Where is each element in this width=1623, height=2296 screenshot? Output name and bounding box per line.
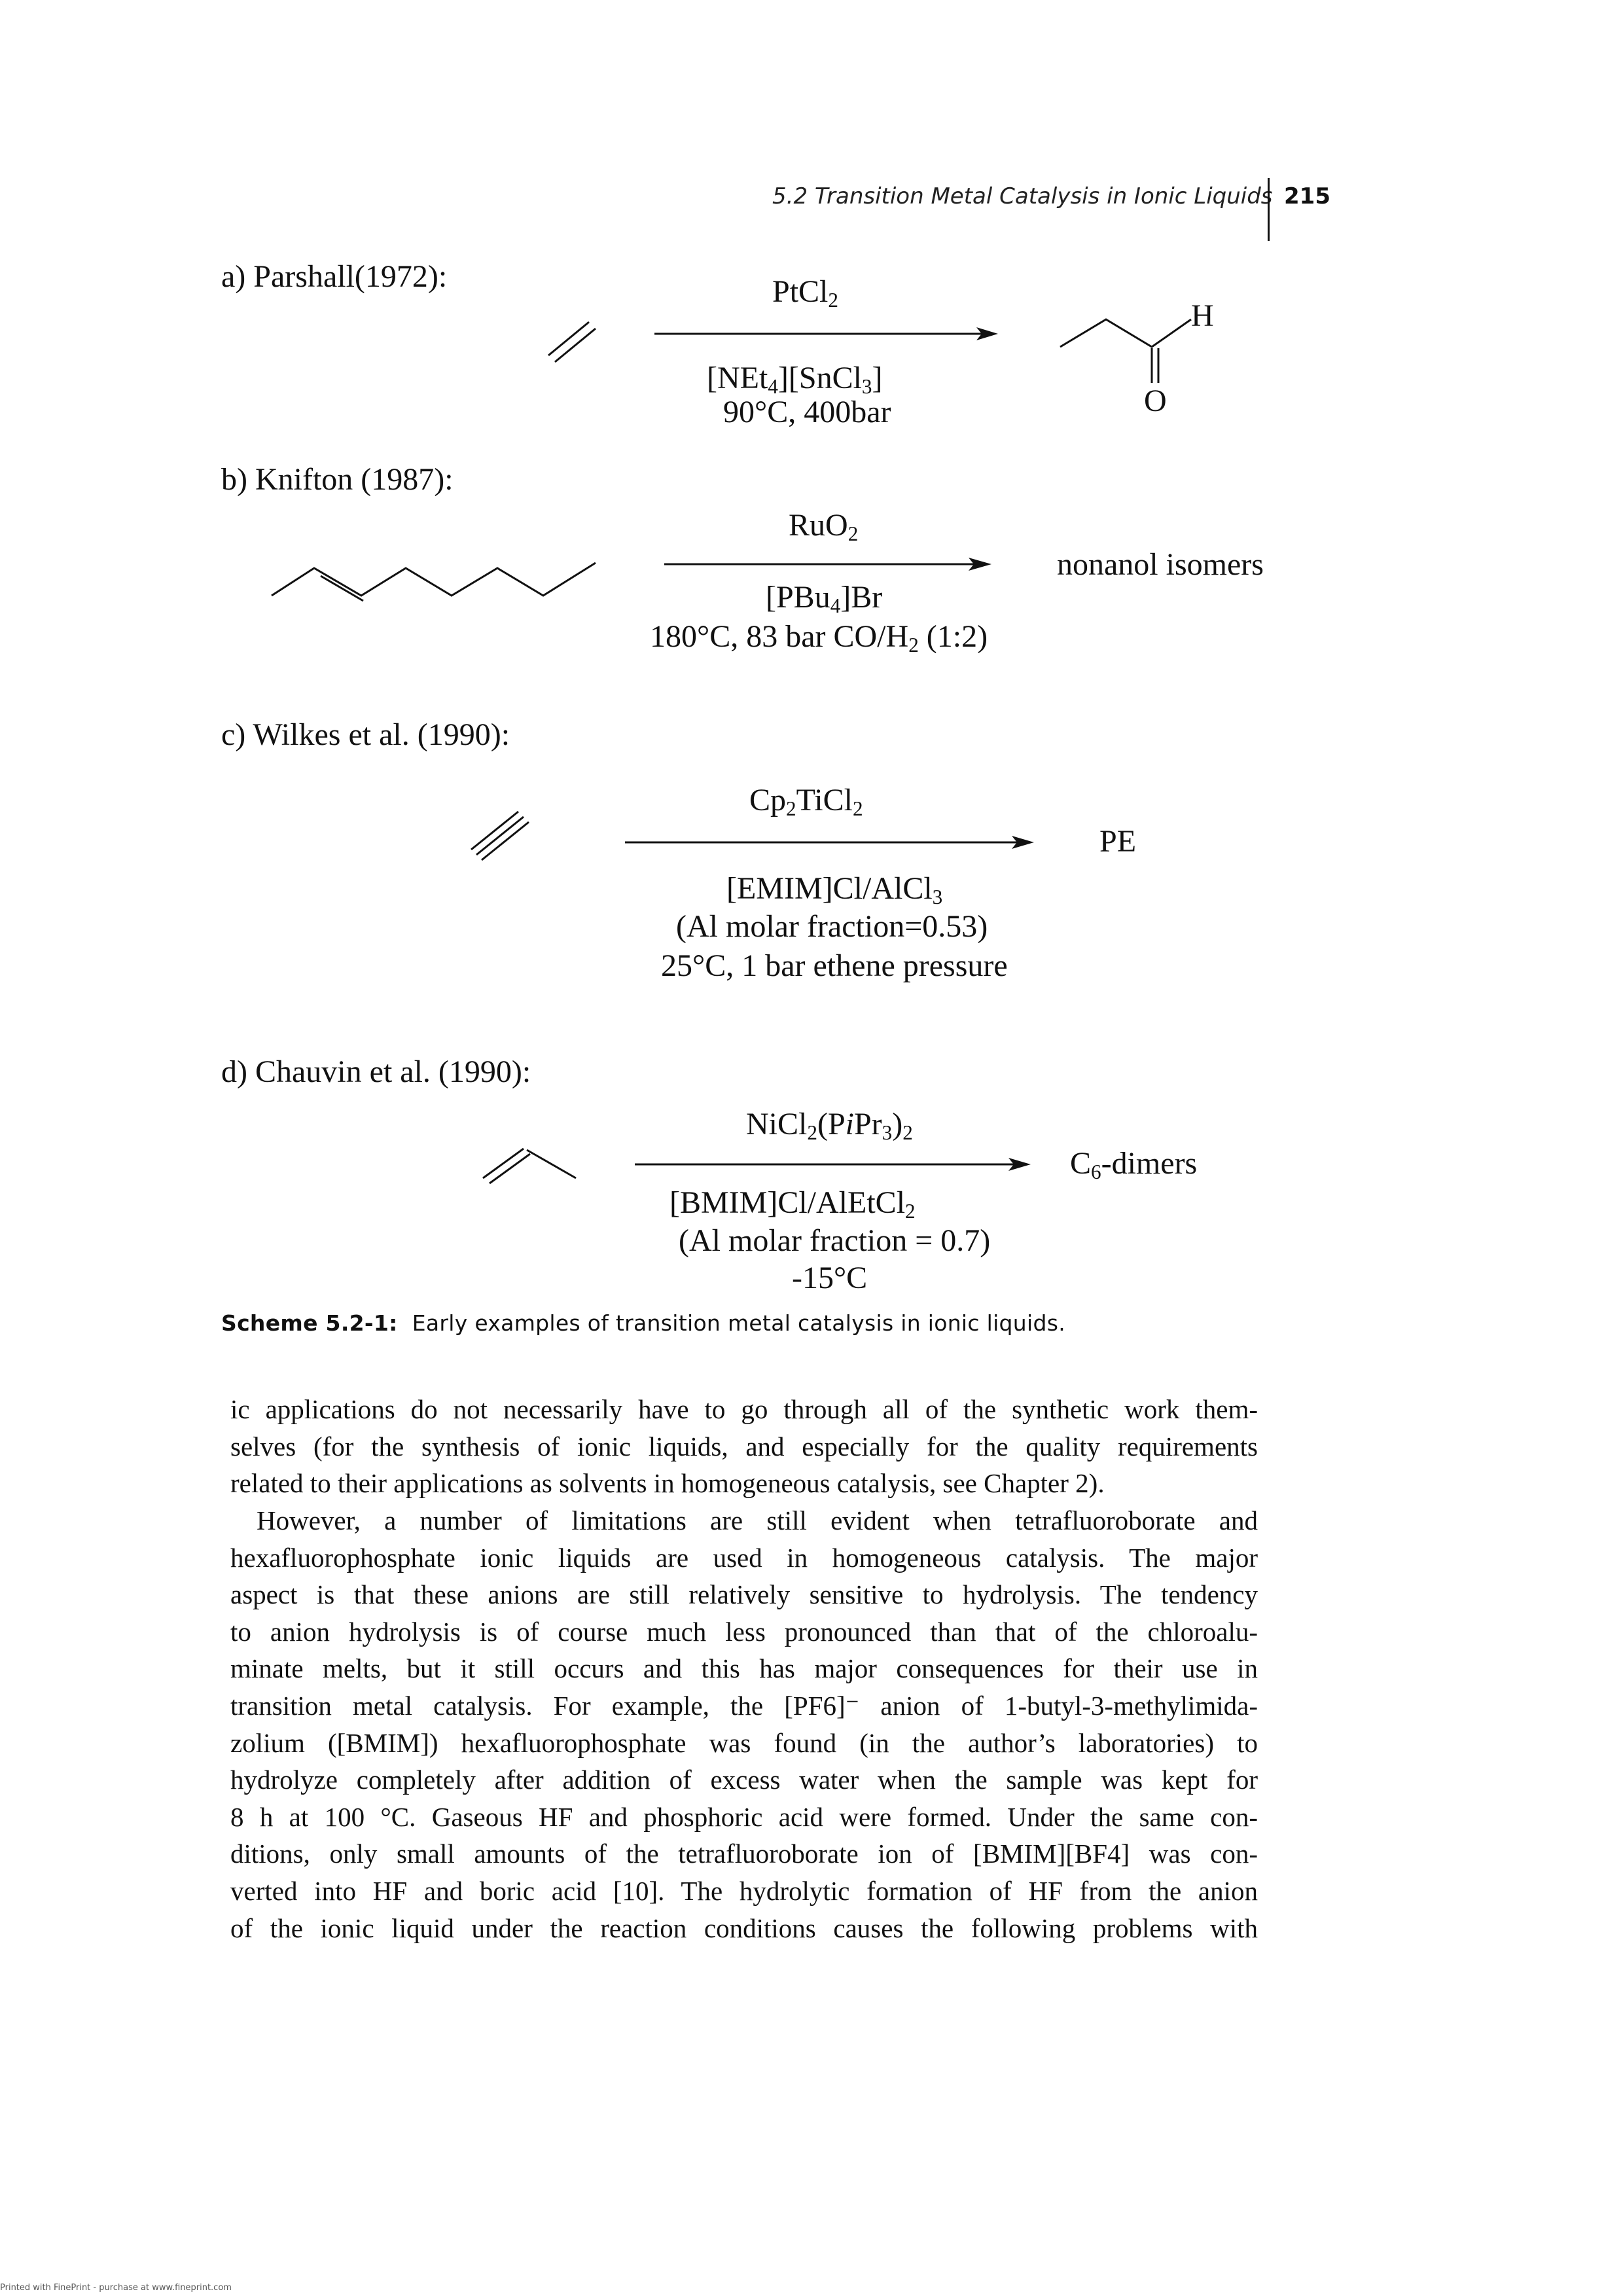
fraction-d: (Al molar fraction = 0.7) bbox=[679, 1223, 991, 1258]
scheme-label-a: a) Parshall(1972): bbox=[221, 259, 448, 294]
catalyst-c: Cp2TiCl2 bbox=[749, 783, 863, 820]
paragraph-line: of the ionic liquid under the reaction c… bbox=[230, 1912, 1258, 1943]
scheme-label-c: c) Wilkes et al. (1990): bbox=[221, 717, 510, 752]
conditions-a: 90°C, 400bar bbox=[723, 395, 891, 429]
catalyst-d: NiCl2(PiPr3)2 bbox=[746, 1107, 913, 1144]
propene-bond-1 bbox=[482, 1147, 524, 1179]
paragraph-line: hexafluorophosphate ionic liquids are us… bbox=[230, 1542, 1258, 1573]
octene-double-bond bbox=[320, 575, 364, 602]
running-header-title: 5.2 Transition Metal Catalysis in Ionic … bbox=[772, 183, 1273, 209]
catalyst-a: PtCl2 bbox=[772, 274, 838, 312]
paragraph-line: minate melts, but it still occurs and th… bbox=[230, 1653, 1258, 1684]
ethene-bond-c2 bbox=[476, 816, 524, 856]
ethene-bond-c3 bbox=[481, 821, 529, 861]
paragraph-line: aspect is that these anions are still re… bbox=[230, 1579, 1258, 1610]
paragraph-line: hydrolyze completely after addition of e… bbox=[230, 1765, 1258, 1795]
body-paragraph-2: However, a number of limitations are sti… bbox=[230, 1502, 1258, 1946]
medium-b: [PBu4]Br bbox=[766, 580, 883, 617]
propanal-chain bbox=[1060, 318, 1192, 348]
medium-a: [NEt4][SnCl3] bbox=[707, 361, 883, 398]
page-number: 215 bbox=[1284, 183, 1330, 209]
propene-bond-3 bbox=[526, 1149, 577, 1179]
caption-label: Scheme 5.2-1: bbox=[221, 1310, 398, 1336]
ethene-bond-a2 bbox=[554, 327, 596, 363]
octene-chain bbox=[271, 562, 596, 597]
ethene-bond-c1 bbox=[471, 810, 519, 851]
print-footer-note: Printed with FinePrint - purchase at www… bbox=[0, 2283, 232, 2293]
medium-c: [EMIM]Cl/AlCl3 bbox=[726, 871, 943, 908]
arrow-head-b bbox=[969, 558, 991, 571]
conditions-c: 25°C, 1 bar ethene pressure bbox=[661, 948, 1008, 983]
paragraph-line: selves (for the synthesis of ionic liqui… bbox=[230, 1431, 1258, 1462]
arrow-head-d bbox=[1008, 1158, 1031, 1171]
paragraph-line: ic applications do not necessarily have … bbox=[230, 1394, 1258, 1424]
product-a-oxygen: O bbox=[1144, 384, 1167, 418]
conditions-d: -15°C bbox=[792, 1261, 868, 1295]
product-a-hydrogen: H bbox=[1191, 298, 1214, 333]
paragraph-line: to anion hydrolysis is of course much le… bbox=[230, 1616, 1258, 1647]
scheme-label-b: b) Knifton (1987): bbox=[221, 462, 454, 497]
ethene-bond-a1 bbox=[548, 321, 590, 357]
header-divider bbox=[1268, 178, 1270, 241]
scheme-label-d: d) Chauvin et al. (1990): bbox=[221, 1054, 531, 1089]
catalyst-b: RuO2 bbox=[789, 508, 859, 545]
paragraph-line: transition metal catalysis. For example,… bbox=[230, 1690, 1258, 1721]
fraction-c: (Al molar fraction=0.53) bbox=[676, 909, 988, 944]
paragraph-line: 8 h at 100 °C. Gaseous HF and phosphoric… bbox=[230, 1801, 1258, 1832]
product-b: nonanol isomers bbox=[1057, 547, 1264, 582]
paragraph-line: related to their applications as solvent… bbox=[230, 1468, 1105, 1499]
paragraph-line: verted into HF and boric acid [10]. The … bbox=[230, 1875, 1258, 1906]
paragraph-line: However, a number of limitations are sti… bbox=[257, 1505, 1258, 1535]
caption-text: Early examples of transition metal catal… bbox=[412, 1310, 1066, 1336]
paragraph-line: ditions, only small amounts of the tetra… bbox=[230, 1839, 1258, 1869]
body-paragraph-1: ic applications do not necessarily have … bbox=[230, 1391, 1258, 1502]
arrow-head-a bbox=[976, 327, 998, 340]
arrow-head-c bbox=[1012, 836, 1034, 849]
product-c: PE bbox=[1099, 824, 1137, 859]
conditions-b: 180°C, 83 bar CO/H2 (1:2) bbox=[650, 619, 988, 656]
propene-bond-2 bbox=[489, 1153, 531, 1185]
medium-d: [BMIM]Cl/AlEtCl2 bbox=[669, 1185, 916, 1223]
paragraph-line: zolium ([BMIM]) hexafluorophosphate was … bbox=[230, 1727, 1258, 1758]
scheme-caption: Scheme 5.2-1: Early examples of transitio… bbox=[221, 1310, 1065, 1336]
product-d: C6-dimers bbox=[1070, 1146, 1198, 1183]
